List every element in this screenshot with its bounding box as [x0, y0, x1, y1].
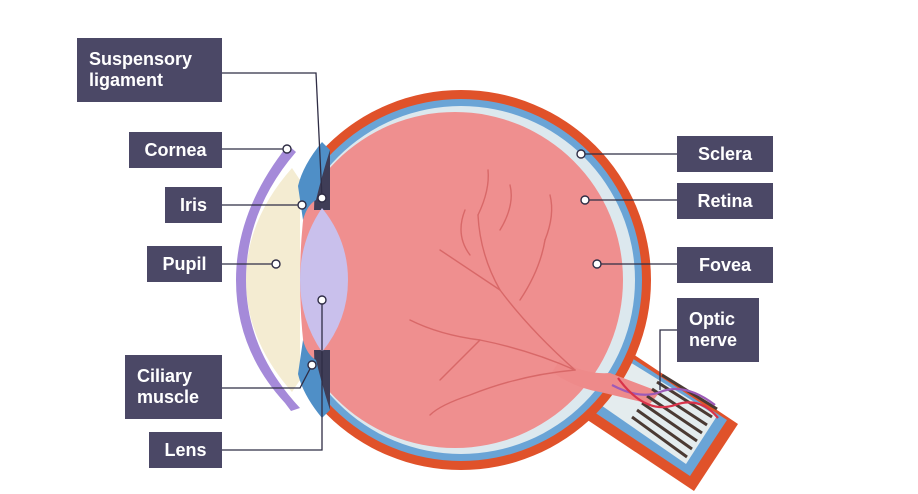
label-cornea: Cornea — [129, 132, 222, 168]
label-optic-nerve: Optic nerve — [677, 298, 759, 362]
leader-ciliary-muscle — [222, 364, 313, 389]
label-retina: Retina — [677, 183, 773, 219]
pointer-iris — [297, 200, 307, 210]
pointer-retina — [580, 195, 590, 205]
label-pupil: Pupil — [147, 246, 222, 282]
leader-optic-nerve — [659, 329, 677, 390]
vitreous-humour — [287, 112, 623, 448]
label-iris: Iris — [165, 187, 222, 223]
blood-vessels — [409, 169, 576, 416]
iris-top — [298, 142, 330, 220]
label-suspensory-ligament: Suspensory ligament — [77, 38, 222, 102]
leader-lens — [222, 300, 323, 451]
nerve-fibres — [631, 373, 718, 459]
pointer-lens — [317, 295, 327, 305]
nerve-vessels — [611, 377, 719, 419]
label-fovea: Fovea — [677, 247, 773, 283]
pointer-fovea — [592, 259, 602, 269]
pointer-suspensory-ligament — [317, 193, 327, 203]
leader-suspensory-ligament — [222, 72, 323, 199]
cornea-shape — [236, 145, 300, 411]
label-sclera: Sclera — [677, 136, 773, 172]
label-lens: Lens — [149, 432, 222, 468]
aqueous-humour — [246, 168, 300, 392]
pointer-ciliary-muscle — [307, 360, 317, 370]
lens-shape — [300, 208, 348, 352]
pointer-sclera — [576, 149, 586, 159]
label-ciliary-muscle: Ciliary muscle — [125, 355, 222, 419]
pointer-pupil — [271, 259, 281, 269]
pointer-cornea — [282, 144, 292, 154]
